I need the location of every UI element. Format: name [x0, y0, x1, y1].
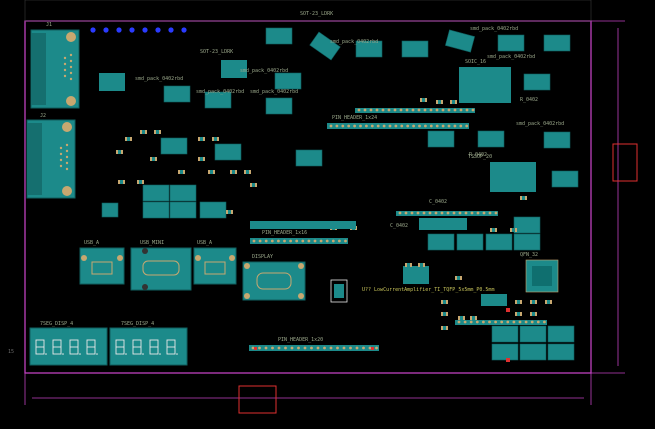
passive-label: R_0402: [520, 97, 539, 103]
dimension-marker-right[interactable]: [612, 143, 638, 182]
db9-top-label: J1: [46, 22, 53, 28]
passive-label: smd_pack_0402rbd: [196, 89, 245, 95]
segment-digits: [35, 339, 178, 355]
top-margin: [24, 0, 592, 22]
passive-label: R_0402: [469, 152, 488, 158]
selected-component[interactable]: [330, 279, 348, 303]
indicator-leds: [90, 27, 187, 33]
usb-2-label: USB_MINI: [140, 240, 165, 246]
passive-label: smd_pack_0402rbd: [250, 89, 299, 95]
db9-bottom-label: J2: [40, 113, 47, 119]
passive-label: SOT-23_LDRK: [200, 49, 234, 55]
side-label: 15: [8, 349, 15, 355]
ic-top-right-label: SOIC_16: [465, 59, 487, 65]
header-top-label: PIN_HEADER_1x24: [332, 115, 378, 121]
seg-display-2-label: 7SEG_DISP_4: [121, 321, 155, 327]
passive-label: smd_pack_0402rbd: [516, 121, 565, 127]
smd-components[interactable]: [101, 27, 579, 361]
seven-segment-display-2[interactable]: [109, 327, 188, 366]
ic-mid-right-label: TSSOP_20: [468, 154, 493, 160]
db9-connector-bottom[interactable]: [26, 119, 76, 199]
usb-connector-2[interactable]: [130, 247, 192, 291]
passive-label: smd_pack_0402rbd: [330, 39, 379, 45]
soic-ics[interactable]: [99, 60, 559, 306]
usb-connector-1[interactable]: [79, 247, 125, 285]
display-module[interactable]: [242, 261, 306, 301]
passive-label: C_0402: [429, 199, 448, 205]
display-label: DISPLAY: [252, 254, 274, 260]
db9-connector-top[interactable]: [30, 29, 80, 109]
passive-label: smd_pack_0402rbd: [240, 68, 289, 74]
header-bottom-label: PIN_HEADER_1x20: [278, 337, 324, 343]
seg-display-1-label: 7SEG_DISP_4: [40, 321, 74, 327]
passive-label: smd_pack_0402rbd: [470, 26, 519, 32]
seven-segment-display-1[interactable]: [29, 327, 108, 366]
selected-component-label: U?? LowCurrentAmplifier_TI_TQFP_5x5mm_P0…: [362, 287, 495, 293]
small-passives[interactable]: [116, 98, 552, 330]
passive-label: C_0402: [390, 223, 409, 229]
usb-3-label: USB_A: [197, 240, 213, 246]
dimension-marker-bottom[interactable]: [238, 385, 277, 414]
passive-label: smd_pack_0402rbd: [135, 76, 184, 82]
usb-1-label: USB_A: [84, 240, 100, 246]
qfn-label: QFN_32: [520, 252, 539, 258]
header-mid-label: PIN_HEADER_1x16: [262, 230, 308, 236]
passive-label: smd_pack_0402rbd: [487, 54, 536, 60]
usb-connector-3[interactable]: [193, 247, 237, 285]
passive-label: SOT-23_LDRK: [300, 11, 334, 17]
header-pins: [251, 108, 546, 350]
rotated-components[interactable]: [309, 29, 475, 61]
